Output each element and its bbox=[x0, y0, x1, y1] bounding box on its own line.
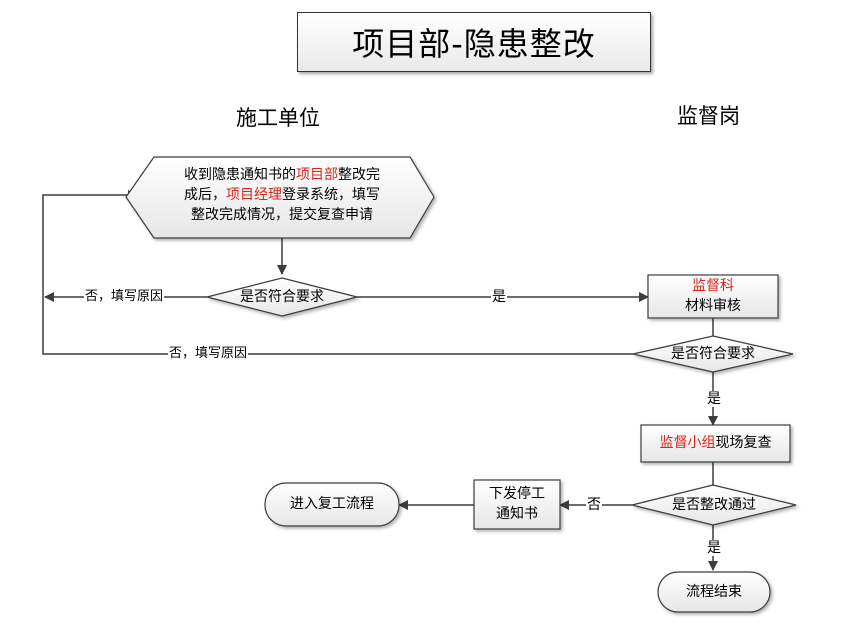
decision3-text: 是否整改通过 bbox=[672, 497, 756, 513]
resume-text: 进入复工流程 bbox=[290, 496, 374, 512]
label-decision3-yes: 是 bbox=[706, 540, 722, 556]
sitecheck-text: 监督小组现场复查 bbox=[659, 435, 772, 451]
label-decision2-no: 否，填写原因 bbox=[168, 346, 249, 362]
decision1-text: 是否符合要求 bbox=[240, 289, 324, 305]
label-decision1-yes: 是 bbox=[491, 289, 507, 305]
decision2-text: 是否符合要求 bbox=[671, 346, 755, 362]
label-decision3-no: 否 bbox=[586, 497, 602, 513]
node-receive-hexagon bbox=[125, 156, 435, 239]
node-resume-terminal bbox=[264, 482, 400, 527]
label-decision1-no: 否，填写原因 bbox=[84, 289, 165, 305]
node-end-terminal bbox=[657, 571, 771, 613]
node-stopnotice-box bbox=[473, 479, 561, 530]
node-decision3-diamond bbox=[631, 484, 797, 526]
node-sitecheck-box bbox=[640, 424, 791, 463]
node-decision1-diamond bbox=[206, 277, 358, 317]
node-decision2-diamond bbox=[632, 335, 794, 373]
node-review-box bbox=[647, 274, 779, 319]
edge-decision2-no-loop bbox=[42, 190, 633, 355]
diagram-title: 项目部-隐患整改 bbox=[297, 12, 651, 72]
label-decision2-yes: 是 bbox=[706, 391, 722, 407]
lane-header-construction-unit: 施工单位 bbox=[236, 106, 320, 130]
stopnotice-text: 下发停工 通知书 bbox=[489, 486, 545, 522]
lane-header-supervision-post: 监督岗 bbox=[677, 104, 740, 128]
receive-text: 收到隐患通知书的项目部整改完 成后，项目经理登录系统，填写 整改完成情况，提交复… bbox=[184, 167, 380, 223]
review-text: 监督科 材料审核 bbox=[685, 278, 741, 314]
end-text: 流程结束 bbox=[686, 584, 742, 600]
